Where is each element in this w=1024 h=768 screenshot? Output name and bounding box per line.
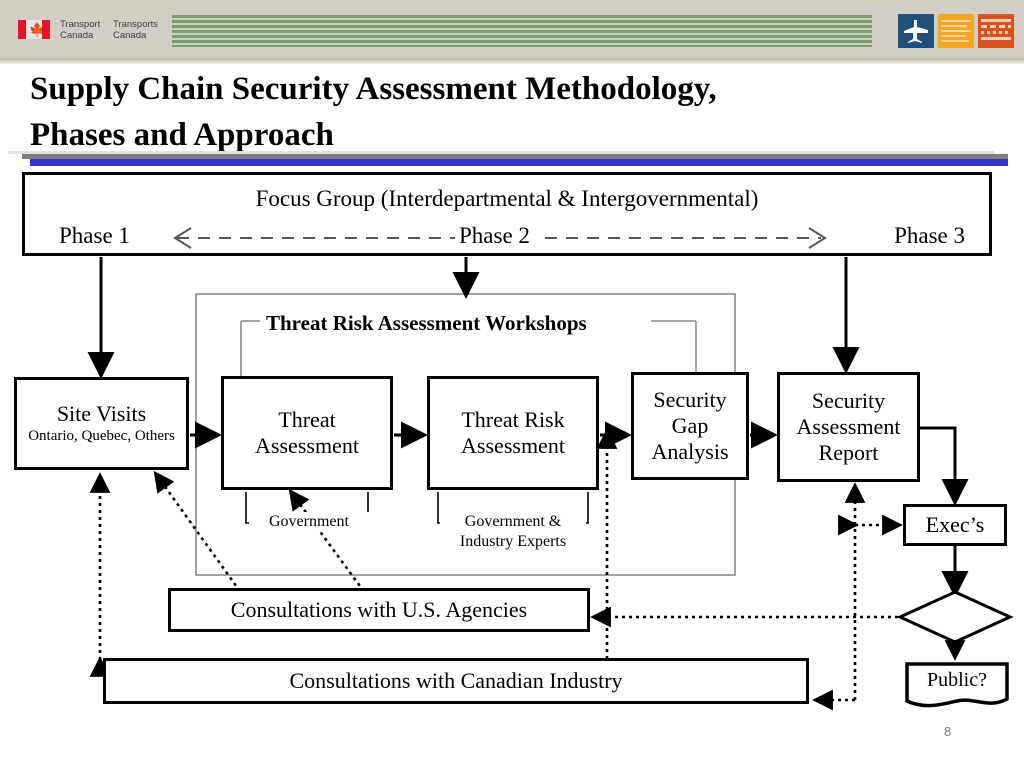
marine-waves-icon — [938, 14, 974, 48]
node-security-assessment-report[interactable]: Security Assessment Report — [777, 372, 920, 482]
gap-line2: Gap — [671, 413, 709, 438]
node-consultations-canadian-industry[interactable]: Consultations with Canadian Industry — [103, 658, 809, 704]
gap-line3: Analysis — [651, 439, 729, 464]
focus-group-title: Focus Group (Interdepartmental & Intergo… — [255, 186, 759, 211]
divider-dark — [22, 154, 1008, 159]
department-name-fr: Transports Canada — [113, 19, 159, 41]
document-shape-icon — [905, 662, 1009, 708]
report-line2: Assessment — [796, 414, 901, 439]
node-threat-assessment[interactable]: Threat Assessment — [221, 376, 393, 490]
phase-3-label: Phase 3 — [894, 223, 965, 248]
workshops-label: Threat Risk Assessment Workshops — [260, 311, 593, 336]
page-number: 8 — [944, 724, 952, 739]
canada-flag-icon: 🍁 — [18, 20, 50, 39]
flag-white-field — [26, 20, 42, 39]
rail-road-icon — [978, 14, 1014, 48]
green-stripe-band — [172, 15, 872, 47]
report-line1: Security — [811, 388, 886, 413]
consult-us-label: Consultations with U.S. Agencies — [230, 597, 528, 622]
node-security-gap-analysis[interactable]: Security Gap Analysis — [631, 372, 749, 480]
divider-blue — [30, 159, 1008, 166]
threat-assessment-line2: Assessment — [255, 433, 359, 458]
phase-span-arrow — [173, 227, 827, 249]
node-site-visits[interactable]: Site Visits Ontario, Quebec, Others — [14, 377, 189, 470]
threat-risk-line1: Threat Risk — [461, 407, 565, 432]
gap-line1: Security — [653, 387, 727, 412]
node-focus-group[interactable]: Focus Group (Interdepartmental & Intergo… — [22, 172, 992, 256]
public-label: Public? — [927, 669, 987, 691]
department-name-en: Transport Canada — [60, 19, 101, 41]
phase-1-label: Phase 1 — [59, 223, 130, 248]
transport-mode-icons — [898, 14, 1016, 48]
header-shadow — [0, 58, 1024, 68]
node-consultations-us-agencies[interactable]: Consultations with U.S. Agencies — [168, 588, 590, 632]
node-execs[interactable]: Exec’s — [903, 504, 1007, 546]
node-public-document[interactable]: Public? — [904, 661, 1010, 709]
node-threat-risk-assessment[interactable]: Threat Risk Assessment — [427, 376, 599, 490]
focus-group-phases: Phase 1 Phase 2 Phase 3 — [25, 219, 995, 253]
divider-light — [8, 151, 994, 154]
threat-assessment-line1: Threat — [278, 407, 336, 432]
consult-cdn-label: Consultations with Canadian Industry — [289, 668, 623, 693]
airplane-icon — [898, 14, 934, 48]
site-visits-detail: Ontario, Quebec, Others — [28, 428, 175, 444]
phase-2-label: Phase 2 — [459, 223, 530, 248]
threat-assessment-sublabel: Government — [249, 512, 369, 532]
threat-risk-line2: Assessment — [461, 433, 565, 458]
site-visits-title: Site Visits — [56, 401, 147, 426]
page-title: Supply Chain Security Assessment Methodo… — [30, 71, 717, 153]
execs-label: Exec’s — [925, 512, 985, 537]
threat-risk-sublabel: Government & Industry Experts — [440, 512, 586, 552]
report-line3: Report — [818, 440, 879, 465]
